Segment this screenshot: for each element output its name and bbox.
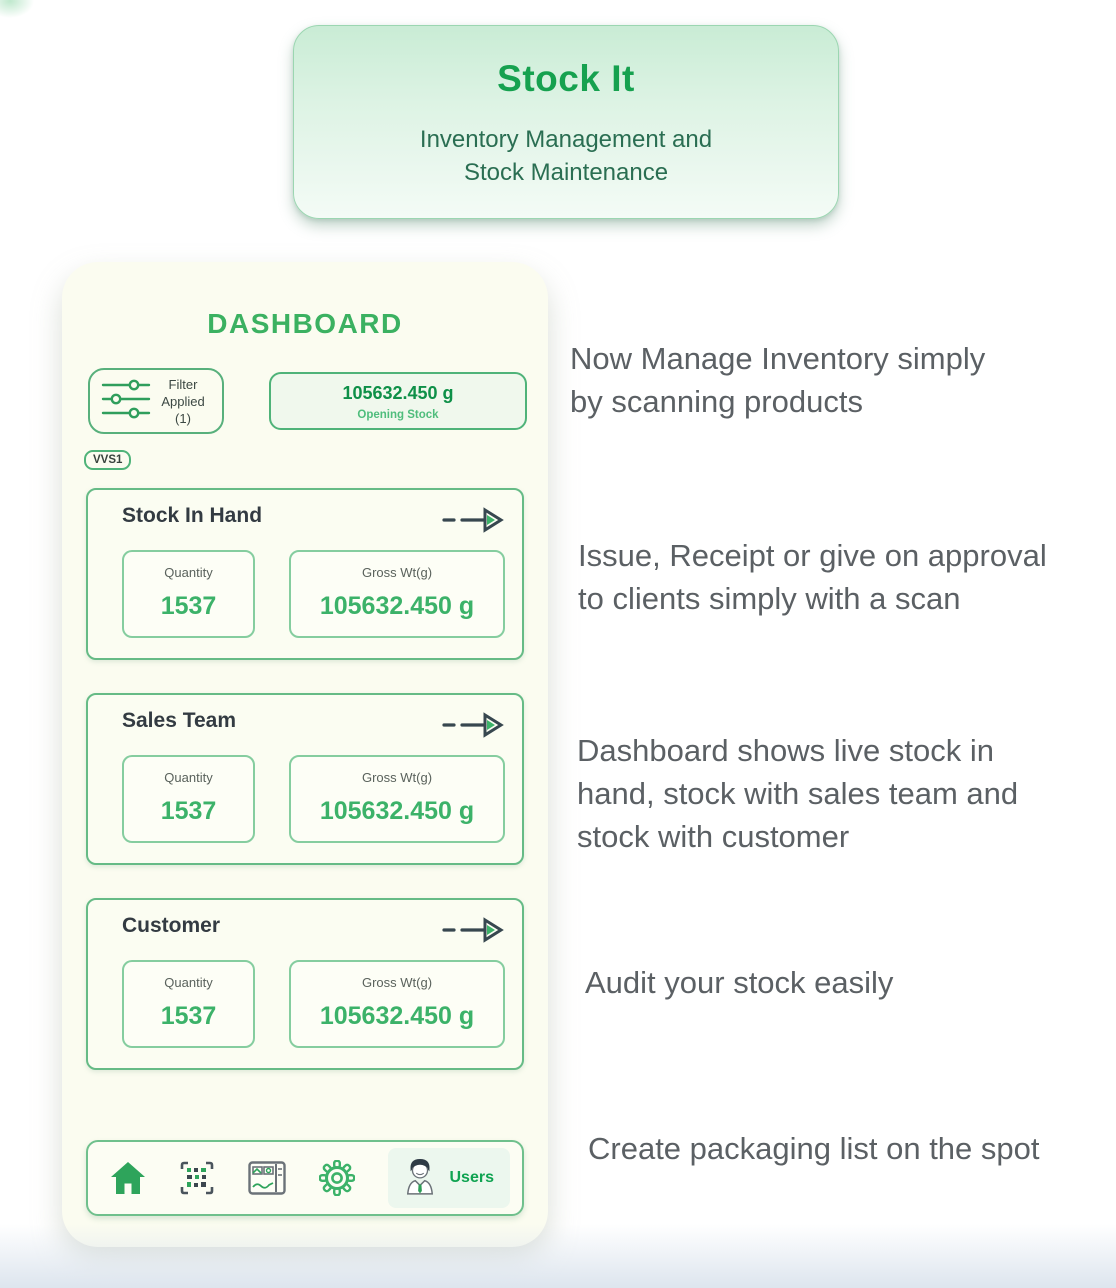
app-title-card: Stock It Inventory Management and Stock …	[293, 25, 839, 219]
dashboard-title: DASHBOARD	[207, 308, 403, 339]
filter-button-label: Filter Applied (1)	[161, 376, 205, 426]
bottom-gradient	[0, 1224, 1116, 1288]
quantity-value: 1537	[160, 592, 217, 620]
section-title: Customer	[122, 914, 221, 937]
quantity-card: Quantity 1537	[122, 550, 255, 638]
settings-icon[interactable]	[318, 1160, 355, 1196]
quantity-value: 1537	[160, 797, 217, 825]
bottom-nav-bar: Users	[86, 1140, 524, 1216]
gross-weight-label: Gross Wt(g)	[361, 770, 433, 785]
home-icon[interactable]	[110, 1161, 146, 1195]
app-subtitle: Inventory Management and Stock Maintenan…	[294, 123, 838, 189]
gross-weight-value: 105632.450 g	[319, 797, 475, 825]
gross-weight-value: 105632.450 g	[319, 1002, 475, 1030]
feature-text-scanning: Now Manage Inventory simply by scanning …	[570, 341, 986, 419]
opening-stock-value: 105632.450 g	[342, 383, 454, 403]
gross-weight-card: Gross Wt(g) 105632.450 g	[289, 755, 505, 843]
quantity-label: Quantity	[164, 975, 213, 990]
phone-mockup-panel: DASHBOARD Filter Applied (1) 105632.450 …	[62, 262, 548, 1247]
arrow-right-icon[interactable]	[442, 916, 504, 949]
qr-scan-icon[interactable]	[179, 1160, 215, 1196]
nav-users-label: Users	[449, 1169, 494, 1186]
gross-weight-label: Gross Wt(g)	[361, 975, 433, 990]
gross-weight-card: Gross Wt(g) 105632.450 g	[289, 550, 505, 638]
reports-icon[interactable]	[248, 1161, 286, 1195]
section-title: Sales Team	[122, 709, 237, 732]
customer-card: Customer Quantity 1537 Gross Wt(g) 10563…	[86, 898, 524, 1070]
arrow-right-icon[interactable]	[442, 506, 504, 539]
corner-artifact	[0, 0, 34, 18]
app-title: Stock It	[497, 58, 635, 99]
gross-weight-value: 105632.450 g	[319, 592, 475, 620]
app-subtitle-line: Stock Maintenance	[463, 159, 669, 186]
quantity-label: Quantity	[164, 770, 213, 785]
quantity-value: 1537	[160, 1002, 217, 1030]
gross-weight-label: Gross Wt(g)	[361, 565, 433, 580]
feature-text-packaging: Create packaging list on the spot	[588, 1131, 1040, 1166]
nav-users-button[interactable]: Users	[387, 1148, 510, 1208]
opening-stock-label: Opening Stock	[357, 409, 439, 421]
stock-in-hand-card: Stock In Hand Quantity 1537 Gross Wt(g) …	[86, 488, 524, 660]
opening-stock-card: 105632.450 g Opening Stock	[269, 372, 527, 430]
filter-chip-vvs1[interactable]: VVS1	[84, 450, 132, 470]
quantity-label: Quantity	[164, 565, 213, 580]
app-subtitle-line: Inventory Management and	[419, 126, 713, 153]
sales-team-card: Sales Team Quantity 1537 Gross Wt(g) 105…	[86, 693, 524, 865]
section-title: Stock In Hand	[122, 504, 263, 527]
feature-text-issue-receipt: Issue, Receipt or give on approval to cl…	[578, 538, 1047, 616]
sliders-icon	[100, 376, 152, 427]
gross-weight-card: Gross Wt(g) 105632.450 g	[289, 960, 505, 1048]
feature-text-live-stock: Dashboard shows live stock in hand, stoc…	[577, 733, 1019, 854]
arrow-right-icon[interactable]	[442, 711, 504, 744]
quantity-card: Quantity 1537	[122, 960, 255, 1048]
quantity-card: Quantity 1537	[122, 755, 255, 843]
filter-button[interactable]: Filter Applied (1)	[88, 368, 224, 434]
feature-text-audit: Audit your stock easily	[585, 965, 894, 1000]
users-icon	[404, 1156, 436, 1201]
